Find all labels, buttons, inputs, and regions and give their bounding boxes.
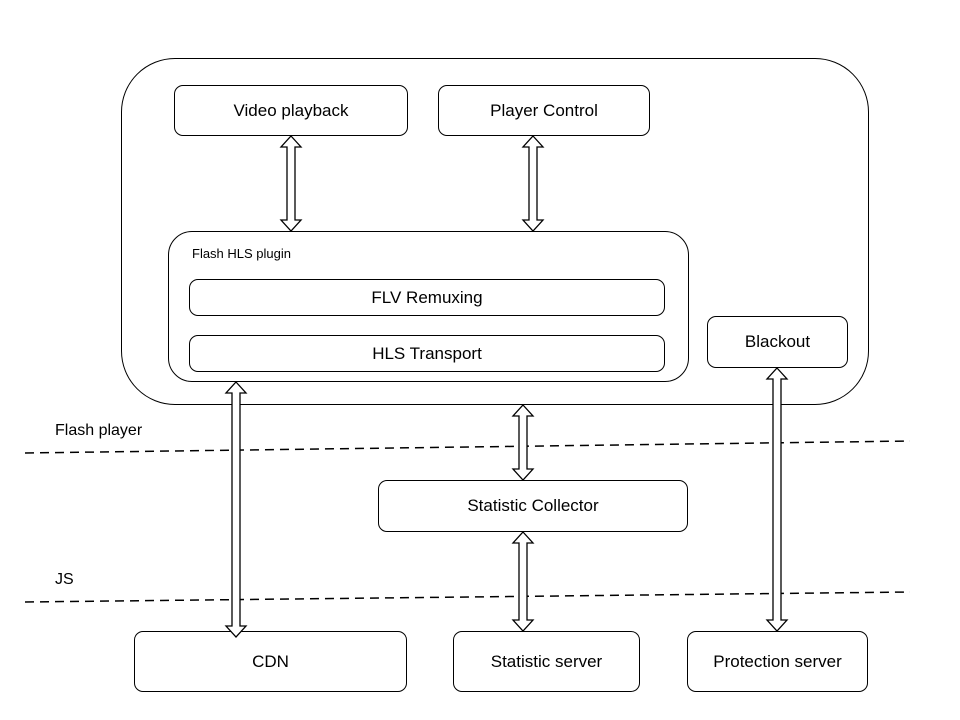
flash-hls-plugin-title: Flash HLS plugin (192, 246, 291, 261)
blackout-box: Blackout (707, 316, 848, 368)
video-plugin-arrow (279, 135, 303, 232)
cdn-label: CDN (252, 651, 289, 671)
flv-remuxing-box: FLV Remuxing (189, 279, 665, 316)
statistic-collector-label: Statistic Collector (467, 496, 599, 515)
cdn-box: CDN (134, 631, 407, 692)
blackout-protection-arrow (765, 367, 789, 632)
flash-player-boundary-line (24, 440, 911, 454)
statistic-collector-box: Statistic Collector (378, 480, 688, 532)
control-plugin-arrow (521, 135, 545, 232)
js-boundary-line (24, 591, 911, 603)
collector-server-arrow (511, 531, 535, 632)
player-collector-arrow (511, 404, 535, 481)
player-control-box: Player Control (438, 85, 650, 136)
statistic-server-box: Statistic server (453, 631, 640, 692)
js-layer-label: JS (55, 571, 74, 588)
statistic-server-label: Statistic server (490, 651, 603, 671)
protection-server-box: Protection server (687, 631, 868, 692)
flash-player-layer-label: Flash player (55, 422, 143, 439)
blackout-label: Blackout (744, 332, 811, 351)
protection-server-label: Protection server (713, 651, 842, 671)
flv-remuxing-label: FLV Remuxing (371, 287, 483, 307)
video-playback-label: Video playback (233, 100, 349, 120)
video-playback-box: Video playback (174, 85, 408, 136)
hls-transport-box: HLS Transport (189, 335, 665, 372)
player-control-label: Player Control (490, 100, 598, 120)
hls-transport-label: HLS Transport (372, 343, 482, 363)
plugin-cdn-arrow (224, 381, 248, 638)
